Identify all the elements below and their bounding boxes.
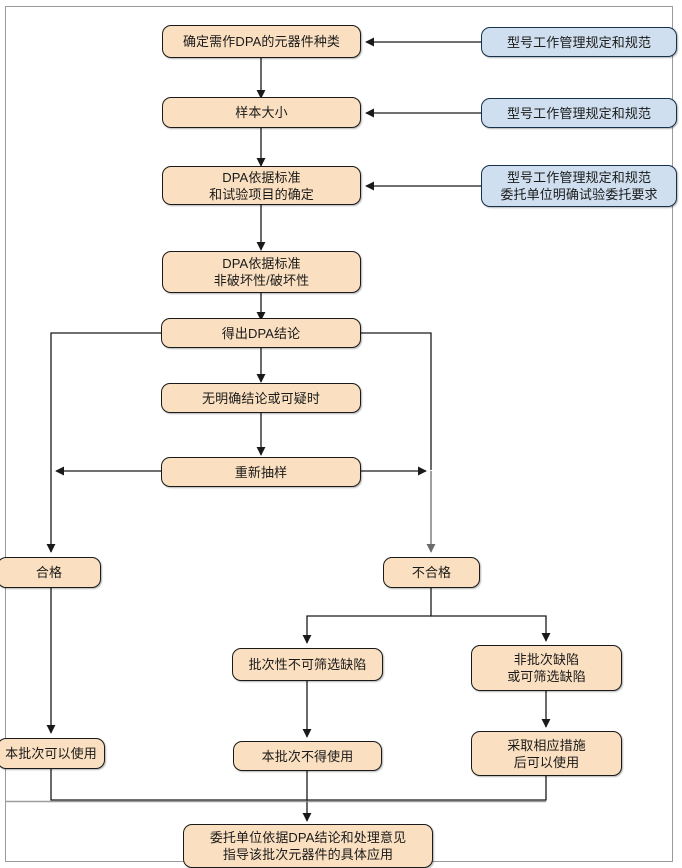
node-label: 采取相应措施 后可以使用 [507, 737, 586, 770]
node-sample-size[interactable]: 样本大小 [162, 97, 361, 128]
node-dpa-standard-destructive[interactable]: DPA依据标准 非破坏性/破坏性 [162, 251, 361, 293]
node-label: 非批次缺陷 或可筛选缺陷 [507, 652, 586, 684]
node-label: 本批次不得使用 [261, 748, 354, 764]
node-lot-unscreenable-defect[interactable]: 批次性不可筛选缺陷 [232, 648, 383, 681]
node-label: 型号工作管理规定和规范 [506, 105, 652, 121]
node-determine-dpa-component-types[interactable]: 确定需作DPA的元器件种类 [162, 25, 361, 58]
node-unclear-or-doubtful[interactable]: 无明确结论或可疑时 [161, 383, 361, 413]
node-resample[interactable]: 重新抽样 [161, 457, 361, 487]
node-nonlot-or-screenable-defect[interactable]: 非批次缺陷 或可筛选缺陷 [471, 645, 622, 691]
node-label: 确定需作DPA的元器件种类 [182, 34, 341, 49]
node-label: 合格 [35, 565, 63, 580]
node-label: 委托单位依据DPA结论和处理意见 指导该批次元器件的具体应用 [209, 830, 407, 862]
node-dpa-standard-and-test-items[interactable]: DPA依据标准 和试验项目的确定 [162, 166, 361, 205]
node-label: 得出DPA结论 [221, 325, 301, 341]
node-label: 本批次可以使用 [5, 746, 97, 761]
node-label: 不合格 [411, 565, 452, 580]
node-pass[interactable]: 合格 [0, 557, 101, 588]
node-label: DPA依据标准 非破坏性/破坏性 [213, 256, 310, 288]
node-lot-usable[interactable]: 本批次可以使用 [0, 738, 105, 769]
node-usable-after-measures[interactable]: 采取相应措施 后可以使用 [471, 731, 622, 776]
node-label: 重新抽样 [234, 464, 288, 480]
node-label: 批次性不可筛选缺陷 [248, 657, 367, 672]
node-label: DPA依据标准 和试验项目的确定 [209, 169, 314, 202]
node-label: 型号工作管理规定和规范 [506, 34, 652, 50]
node-label: 型号工作管理规定和规范 委托单位明确试验委托要求 [500, 170, 658, 202]
node-label: 样本大小 [235, 105, 288, 120]
node-fail[interactable]: 不合格 [383, 557, 480, 588]
node-spec-model-management-and-client-requirements[interactable]: 型号工作管理规定和规范 委托单位明确试验委托要求 [481, 165, 677, 207]
node-dpa-conclusion[interactable]: 得出DPA结论 [161, 318, 361, 348]
node-lot-not-usable[interactable]: 本批次不得使用 [233, 741, 382, 771]
node-final-application-guidance[interactable]: 委托单位依据DPA结论和处理意见 指导该批次元器件的具体应用 [183, 824, 433, 868]
node-spec-model-management-2[interactable]: 型号工作管理规定和规范 [481, 98, 677, 128]
node-spec-model-management-1[interactable]: 型号工作管理规定和规范 [481, 27, 677, 57]
node-label: 无明确结论或可疑时 [202, 390, 320, 406]
